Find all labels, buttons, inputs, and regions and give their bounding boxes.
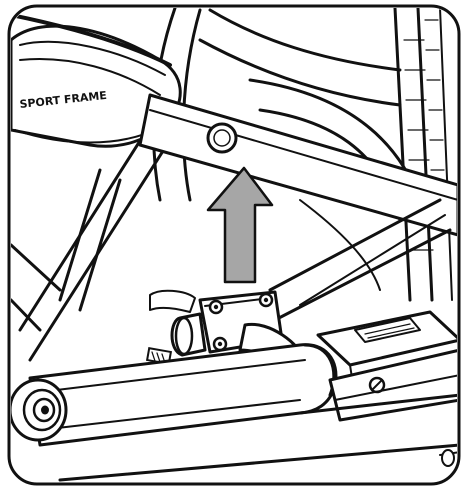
left-clamp bbox=[149, 289, 196, 313]
foot-wheel-icon bbox=[11, 378, 68, 442]
floor-rail bbox=[58, 393, 457, 482]
upward-arrow-icon bbox=[206, 166, 274, 284]
lower-right-rail bbox=[328, 348, 457, 422]
lower-diagonal-tube bbox=[268, 198, 452, 322]
main-crossbar bbox=[138, 93, 457, 237]
left-edge-tube bbox=[11, 243, 62, 332]
rear-upright-rails bbox=[393, 8, 453, 302]
base-stabilizer-tube bbox=[28, 343, 338, 447]
diagonal-support-tube bbox=[18, 123, 172, 362]
pedal-platform bbox=[316, 310, 457, 379]
illustration-border bbox=[7, 4, 461, 486]
